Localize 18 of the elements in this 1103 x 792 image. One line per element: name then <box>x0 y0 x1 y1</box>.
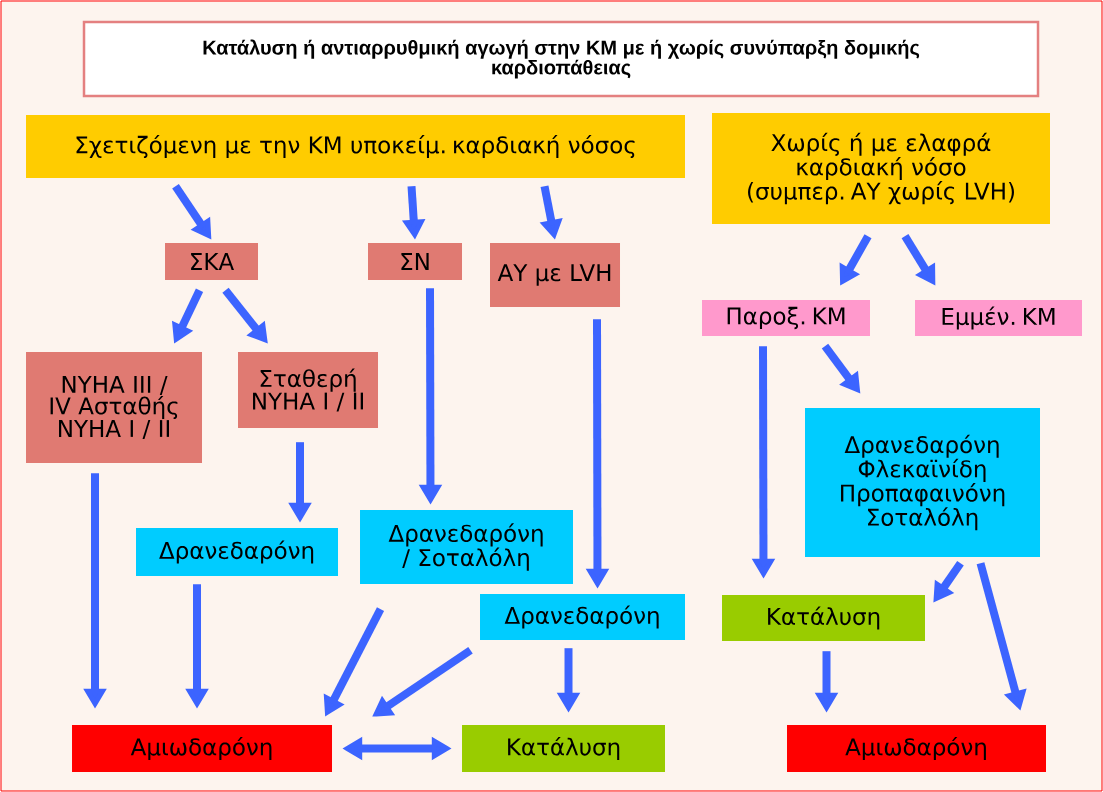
category-box: ΝΥΗΑ III / IV Ασταθής ΝΥΗΑ I / II <box>26 352 202 463</box>
ablation-box: Κατάλυση <box>462 725 665 772</box>
category-box: Σταθερή ΝΥΗΑ I / II <box>238 352 378 428</box>
title-box: Κατάλυση ή αντιαρρυθμική αγωγή στην ΚΜ με ή χωρίς συνύπαρξη δομικής καρδιοπάθειας <box>82 20 1040 98</box>
ablation-box: Κατάλυση <box>722 595 925 641</box>
category-box: ΣΝ <box>368 243 462 280</box>
condition-box: Σχετιζόμενη με την ΚΜ υποκείμ. καρδιακή νόσος <box>26 115 685 178</box>
category-box: ΣΚΑ <box>165 243 258 280</box>
drug-box: Δρανεδαρόνη Φλεκαϊνίδη Προπαφαινόνη Σοταλόλη <box>805 408 1040 557</box>
condition-box: Χωρίς ή με ελαφρά καρδιακή νόσο (συμπερ. ΑΥ χωρίς LVH) <box>712 113 1050 224</box>
drug-box: Αμιωδαρόνη <box>72 725 332 772</box>
drug-box: Δρανεδαρόνη <box>136 528 338 576</box>
category-box: Εμμέν. ΚΜ <box>915 300 1082 336</box>
drug-box: Δρανεδαρόνη <box>480 594 685 640</box>
category-box: ΑΥ με LVH <box>490 243 620 307</box>
category-box: Παροξ. ΚΜ <box>702 300 870 336</box>
drug-box: Δρανεδαρόνη / Σοταλόλη <box>360 510 573 584</box>
drug-box: Αμιωδαρόνη <box>787 725 1046 772</box>
